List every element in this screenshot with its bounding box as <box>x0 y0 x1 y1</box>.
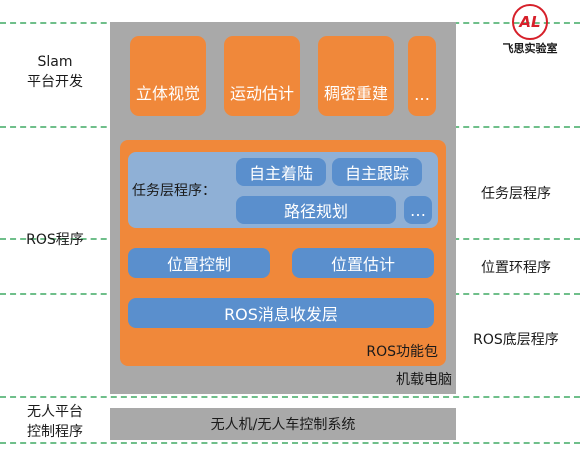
ros-package-label: ROS功能包 <box>366 344 438 360</box>
slam-box-stereo-vision: 立体视觉 <box>130 36 206 116</box>
task-more-label: … <box>410 200 426 220</box>
slam-box-dense-reconstruction-label: 稠密重建 <box>323 84 388 103</box>
task-autonomous-landing: 自主着陆 <box>236 158 326 186</box>
position-control-label: 位置控制 <box>166 255 231 274</box>
separator-bottom <box>0 442 580 444</box>
logo-mark-icon: AL <box>512 4 548 40</box>
slam-box-motion-estimation-label: 运动估计 <box>229 84 294 103</box>
label-slam: Slam 平台开发 <box>10 52 100 92</box>
logo: AL 飞思实验室 <box>490 4 570 55</box>
slam-box-stereo-vision-label: 立体视觉 <box>135 84 200 103</box>
slam-box-more-label: … <box>414 85 430 104</box>
slam-box-dense-reconstruction: 稠密重建 <box>318 36 394 116</box>
task-autonomous-tracking-label: 自主跟踪 <box>344 164 409 183</box>
task-layer-title: 任务层程序： <box>132 183 216 199</box>
control-system-bar: 无人机/无人车控制系统 <box>110 408 456 440</box>
logo-mark-text: AL <box>519 13 541 31</box>
label-slam-line2: 平台开发 <box>27 74 83 90</box>
position-control-box: 位置控制 <box>128 248 270 278</box>
position-estimation-box: 位置估计 <box>292 248 434 278</box>
slam-box-motion-estimation: 运动估计 <box>224 36 300 116</box>
task-more: … <box>404 196 432 224</box>
position-estimation-label: 位置估计 <box>330 255 395 274</box>
label-position-loop: 位置环程序 <box>481 260 551 276</box>
task-autonomous-tracking: 自主跟踪 <box>332 158 422 186</box>
label-ros-program: ROS程序 <box>26 232 84 248</box>
label-uav-line2: 控制程序 <box>27 424 83 440</box>
ros-message-layer-label: ROS消息收发层 <box>224 305 338 324</box>
task-path-planning: 路径规划 <box>236 196 396 224</box>
onboard-computer-label: 机载电脑 <box>396 372 452 388</box>
label-task-program: 任务层程序 <box>481 186 551 202</box>
logo-text: 飞思实验室 <box>502 42 558 55</box>
task-path-planning-label: 路径规划 <box>283 202 348 221</box>
label-slam-line1: Slam <box>37 54 73 70</box>
control-system-label: 无人机/无人车控制系统 <box>210 417 356 433</box>
ros-message-layer-box: ROS消息收发层 <box>128 298 434 328</box>
label-uav-control: 无人平台 控制程序 <box>10 402 100 442</box>
label-ros-base: ROS底层程序 <box>473 332 559 348</box>
slam-box-more: … <box>408 36 436 116</box>
task-autonomous-landing-label: 自主着陆 <box>248 164 313 183</box>
separator-onboard <box>0 396 580 398</box>
label-uav-line1: 无人平台 <box>27 404 83 420</box>
